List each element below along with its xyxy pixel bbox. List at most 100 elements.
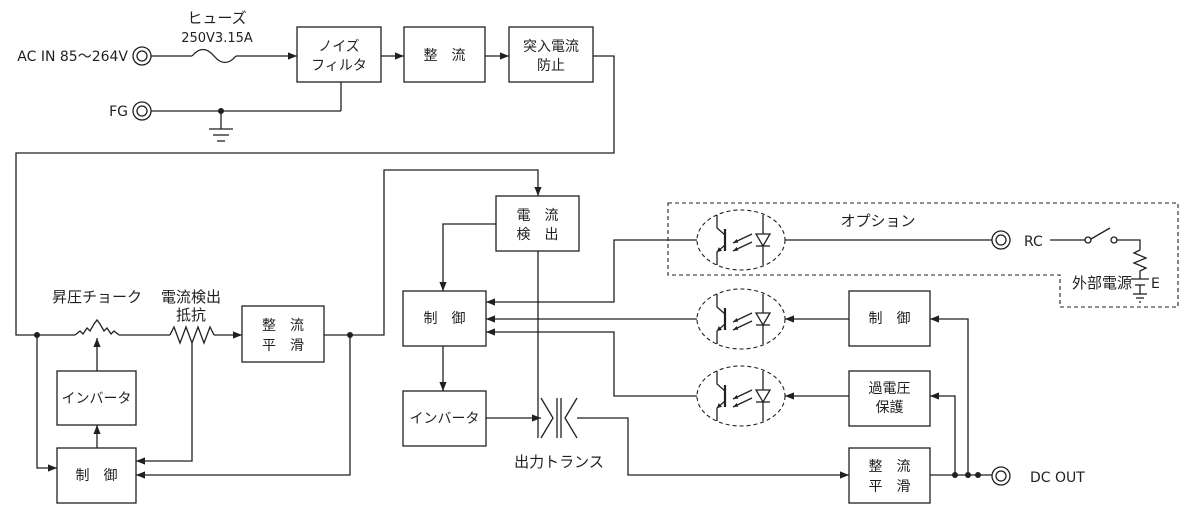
fuse-symbol (191, 48, 237, 64)
ovp-label-line2: 保護 (876, 400, 904, 416)
output-control-box (848, 290, 931, 347)
phototransistor-collector (716, 294, 726, 315)
output-junction-dot-1 (952, 472, 958, 478)
inrush-limiter-box (508, 26, 594, 83)
phototransistor-emitter-arrow (717, 403, 722, 408)
phototransistor-collector (716, 371, 726, 392)
light-arrow-upper (732, 312, 753, 323)
photocoupler-outline (696, 365, 786, 427)
input-rectifier-box (403, 26, 486, 83)
main-control-block: 制 御 (402, 290, 487, 347)
main-control-box (402, 290, 487, 347)
light-arrow-upper (732, 233, 753, 244)
pfc-rect-smooth-label-line1: 整 流 (262, 318, 304, 334)
option-title: オプション (840, 212, 915, 230)
ac-in-connector (132, 46, 152, 66)
output-control-label: 制 御 (869, 311, 911, 327)
main-inverter-box (402, 390, 487, 447)
boost-choke-label: 昇圧チョーク (52, 288, 142, 306)
wire-switch-to-resistor (1117, 239, 1141, 250)
pfc-rect-smooth-box (241, 305, 325, 363)
wire-resistor-sense-to-pfc-control (136, 343, 193, 465)
photocoupler-ovp (696, 365, 786, 427)
main-inverter-label: インバータ (410, 411, 480, 427)
ac-in-connector-inner (136, 50, 148, 62)
rc-connector-inner (995, 234, 1007, 246)
output-transformer-symbol (540, 397, 578, 439)
wire-transformer-to-output-rect-smooth (577, 417, 849, 479)
output-rect-smooth-block: 整 流 平 滑 (848, 447, 931, 504)
fuse-name-label: ヒューズ (187, 9, 246, 27)
phototransistor-emitter (716, 400, 726, 421)
pfc-control-box (56, 447, 137, 504)
switch-lever (1090, 227, 1111, 240)
output-control-block: 制 御 (848, 290, 931, 347)
main-control-label: 制 御 (424, 311, 466, 327)
led-triangle (754, 312, 772, 327)
led-triangle (754, 389, 772, 404)
pfc-inverter-box (56, 370, 137, 426)
wire-current-detect-to-control (439, 223, 496, 291)
light-arrow-lower (732, 320, 753, 331)
output-rect-smooth-box (848, 447, 931, 504)
noise-filter-label-line1: ノイズ (318, 39, 360, 55)
wire-remote-photocoupler-to-control (486, 239, 697, 306)
ovp-box (848, 370, 931, 427)
ovp-label-line1: 過電圧 (869, 381, 911, 397)
fg-connector (132, 101, 152, 121)
led-triangle (754, 233, 772, 248)
current-detect-block: 電 流 検 出 (495, 195, 580, 252)
remote-switch-symbol (1084, 227, 1118, 244)
wire-input-sense-to-pfc-control (36, 335, 57, 472)
phototransistor-collector (716, 215, 726, 236)
current-sense-resistor-symbol (169, 325, 215, 345)
external-battery-symbol (1131, 278, 1149, 294)
light-arrow-upper (732, 389, 753, 400)
external-ground-symbol (1133, 293, 1147, 303)
photocoupler-feedback (696, 288, 786, 350)
photocoupler-outline (696, 288, 786, 350)
fg-ground-symbol (209, 111, 233, 142)
rc-connector (991, 230, 1011, 250)
rc-label: RC (1024, 234, 1043, 250)
pfc-rect-smooth-block: 整 流 平 滑 (241, 305, 325, 363)
current-detect-label-line2: 検 出 (517, 227, 559, 243)
dc-out-connector (991, 466, 1011, 486)
output-rect-smooth-label-line1: 整 流 (869, 459, 911, 475)
wire-output-sense-to-control (930, 315, 969, 475)
pfc-control-label: 制 御 (76, 468, 118, 484)
output-transformer-label: 出力トランス (514, 453, 604, 471)
fg-label: FG (109, 104, 128, 120)
pfc-inverter-label: インバータ (62, 391, 132, 407)
inrush-limiter-label-line1: 突入電流 (523, 39, 579, 55)
inrush-limiter-label-line2: 防止 (537, 58, 565, 74)
phototransistor-emitter (716, 323, 726, 344)
dc-out-label: DC OUT (1030, 470, 1085, 486)
pfc-rect-smooth-label-line2: 平 滑 (262, 337, 304, 354)
main-inverter-block: インバータ (402, 390, 487, 447)
switch-contact-left (1084, 236, 1092, 244)
boost-choke-symbol (74, 318, 120, 336)
inrush-limiter-block: 突入電流 防止 (508, 26, 594, 83)
current-sense-resistor-label-line1: 電流検出 (161, 288, 221, 306)
option-dashed-boundary (667, 202, 1179, 308)
phototransistor-emitter-arrow (717, 326, 722, 331)
output-junction-dot-2 (965, 472, 971, 478)
dc-out-connector-inner (995, 470, 1007, 482)
wire-output-sense-to-ovp (930, 392, 956, 475)
wire-inrush-to-boost-stage (15, 55, 615, 336)
output-rect-smooth-label-line2: 平 滑 (869, 478, 911, 495)
switch-contact-right (1110, 236, 1118, 244)
input-rectifier-label: 整 流 (424, 48, 466, 64)
photocoupler-outline (696, 209, 786, 271)
external-resistor-symbol (1132, 249, 1148, 279)
phototransistor-emitter (716, 244, 726, 265)
photocoupler-remote (696, 209, 786, 271)
pfc-inverter-block: インバータ (56, 370, 137, 426)
ac-in-label: AC IN 85～264V (17, 49, 128, 65)
noise-filter-label-line2: フィルタ (311, 58, 367, 74)
current-sense-resistor-label-line2: 抵抗 (176, 306, 206, 324)
wire-ovp-photocoupler-to-control (486, 328, 697, 397)
pfc-control-block: 制 御 (56, 447, 137, 504)
